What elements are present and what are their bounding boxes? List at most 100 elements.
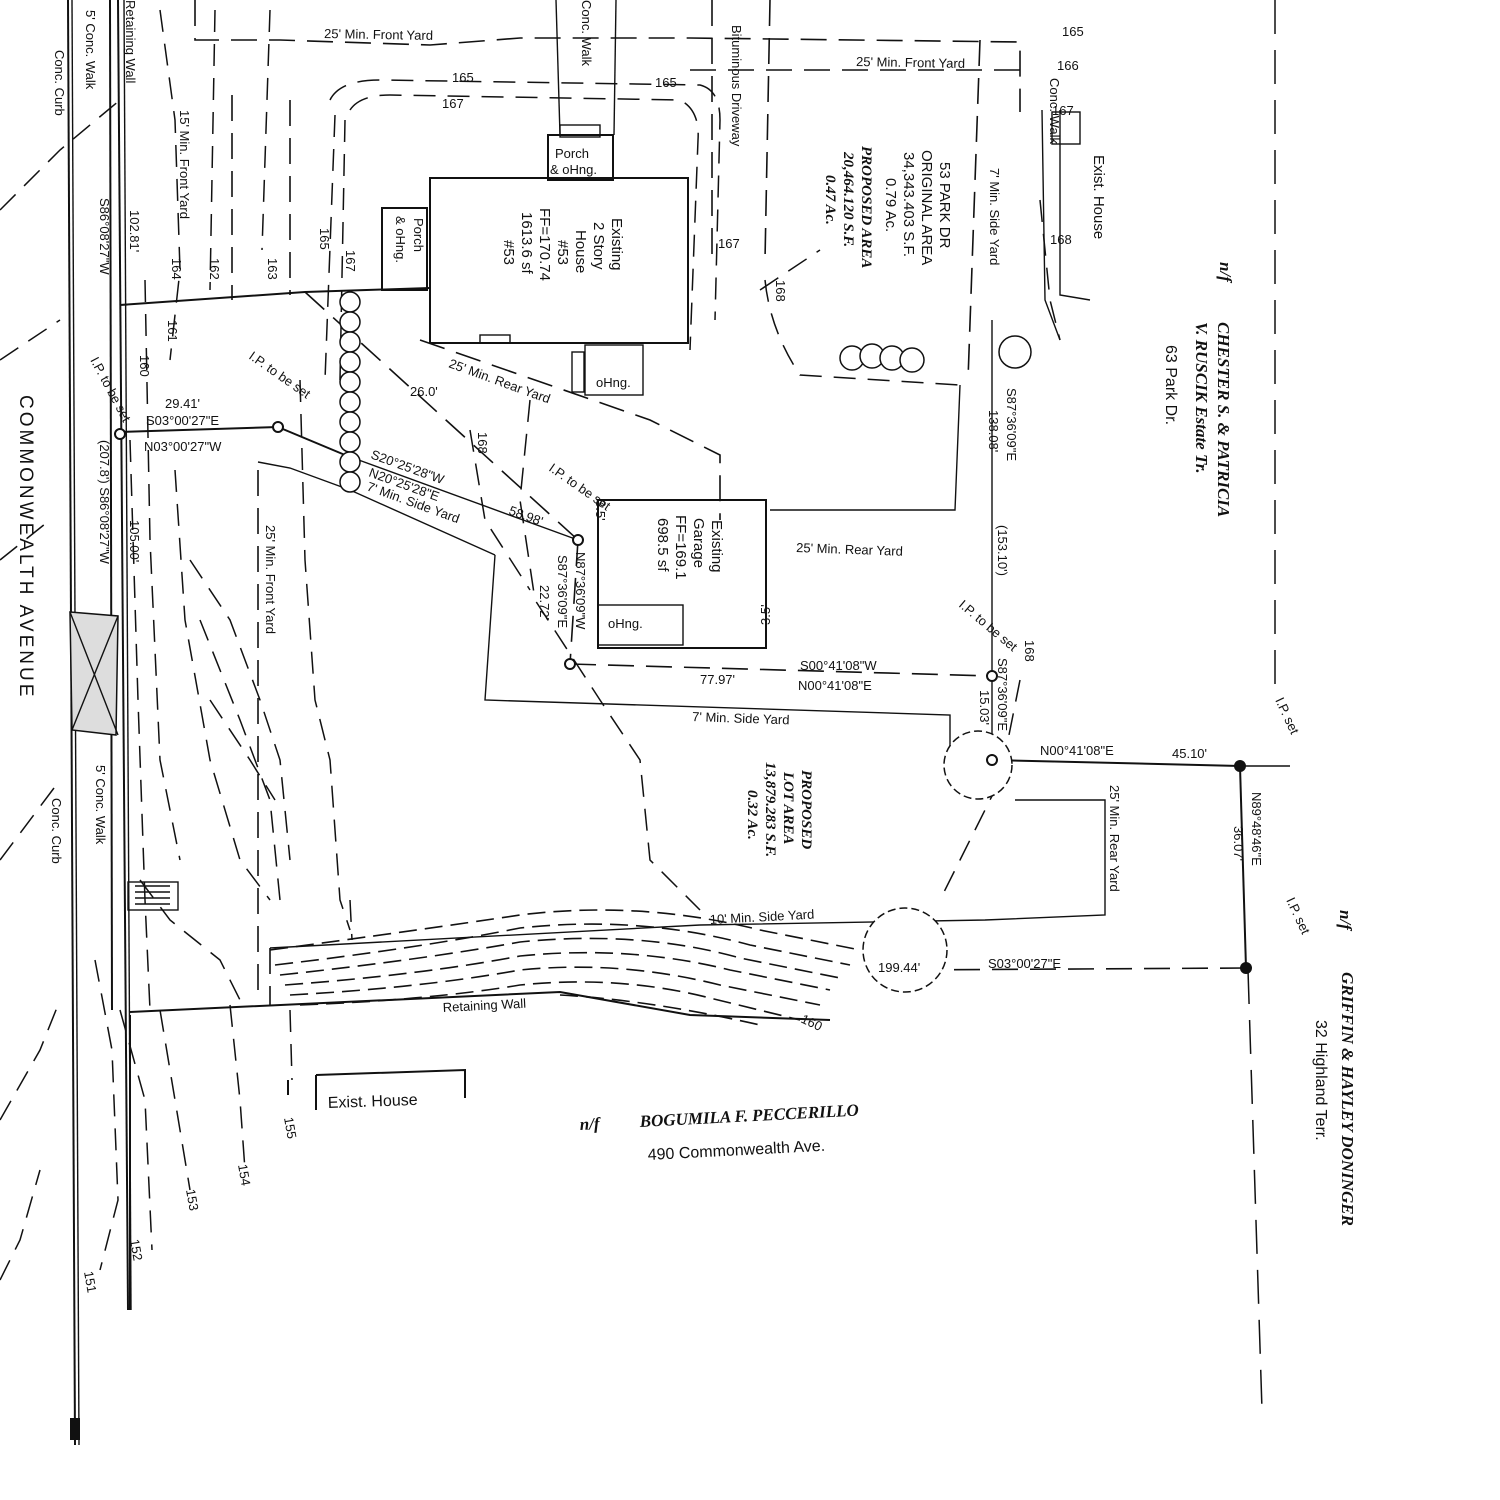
house-line5: FF=170.74: [536, 208, 553, 281]
ip-label-e: I.P. set: [1272, 695, 1302, 737]
bearing-b1b: N03°00'27"W: [144, 439, 222, 454]
contour-165a: 165: [452, 70, 474, 85]
contour-162: 162: [207, 258, 222, 280]
conc-walk-right-label: Conc. Walk: [1047, 78, 1062, 144]
contour-152: 152: [127, 1238, 146, 1262]
conc-walk-bottom-label: 5' Conc. Walk: [93, 765, 108, 845]
ip-label-d: I.P. to be set: [956, 597, 1021, 655]
upper-lot-line5: PROPOSED AREA: [858, 146, 874, 268]
upper-lot-line2: ORIGINAL AREA: [918, 150, 935, 265]
ip-label-b: I.P. to be set: [246, 348, 313, 401]
street-contours: [0, 99, 121, 1281]
bearing-b3-dist: 22.72': [537, 585, 552, 620]
neighbor-south-address: 490 Commonwealth Ave.: [647, 1138, 825, 1164]
garage-offset: 3.5': [593, 500, 608, 521]
porch-left-line1: Porch: [411, 218, 426, 252]
neighbor-north-address: 63 Park Dr.: [1162, 345, 1179, 425]
upper-lot-line3: 34,343.403 S.F.: [900, 152, 917, 257]
contour-167c: 167: [718, 236, 740, 251]
dist-26: 26.0': [410, 384, 438, 399]
lower-lot-line4: 0.32 Ac.: [744, 790, 760, 840]
neighbor-south-label: n/f BOGUMILA F. PECCERILLO 490 Commonwea…: [579, 1101, 859, 1164]
neighbor-south-name: BOGUMILA F. PECCERILLO: [638, 1101, 859, 1132]
porch-top-line2: & oHng.: [550, 162, 597, 177]
bearing-road1-dist: 102.81': [127, 210, 142, 252]
upper-lot-line1: 53 PARK DR: [936, 162, 953, 249]
garage-ohng: oHng.: [608, 616, 643, 631]
conc-curb-bottom-label: Conc. Curb: [49, 798, 64, 864]
neighbor-east-name: GRIFFIN & HAYLEY DONINGER: [1338, 972, 1357, 1226]
bearing-b1-dist: 29.41': [165, 396, 200, 411]
bearing-b6-dist: 15.03': [977, 690, 992, 725]
neighbor-north-name2: V. RUSCIK Estate Tr.: [1192, 322, 1211, 474]
ip-label-c: I.P. to be set: [546, 460, 613, 513]
bearing-b5-paren: (153.10'): [995, 525, 1010, 576]
lower-lot-line2: LOT AREA: [780, 771, 796, 844]
porch-left-line2: & oHng.: [393, 216, 408, 263]
neighbor-north-prefix: n/f: [1216, 262, 1235, 284]
house-line3: House: [572, 230, 589, 273]
garage-line2: Garage: [690, 518, 707, 568]
contour-168a: 168: [1050, 232, 1072, 247]
contour-163: 163: [265, 258, 280, 280]
house-ohng: oHng.: [596, 375, 631, 390]
garage-line1: Existing: [708, 520, 725, 573]
contour-155: 155: [281, 1116, 300, 1140]
setback-lines: [194, 0, 1106, 1005]
exist-house-bottom-label: Exist. House: [328, 1092, 418, 1112]
house-line4: #53: [554, 240, 571, 265]
lower-lot-line3: 13,879.283 S.F.: [762, 762, 778, 857]
garage-line3: FF=169.1: [672, 515, 689, 580]
setback-side-mid: 7' Min. Side Yard: [692, 709, 790, 727]
bearing-b4: S00°41'08"W: [800, 658, 877, 673]
contour-labels: 165 165 165 166 167 167 167 167 168 168 …: [81, 24, 1084, 1294]
porch-top-line1: Porch: [555, 146, 589, 161]
street-name: COMMONWEALTH AVENUE: [15, 395, 36, 699]
bearing-road2-dist: 105.00': [127, 520, 142, 562]
bearing-b8-dist: 36.07': [1231, 826, 1246, 861]
bearing-b3b: S87°36'09"E: [555, 555, 570, 628]
neighbor-east-address: 32 Highland Terr.: [1312, 1020, 1329, 1141]
bearing-b9-dist: 199.44': [878, 960, 920, 975]
upper-lot-line6: 20,464.120 S.F.: [840, 151, 856, 247]
setback-side-lower: 10' Min. Side Yard: [709, 907, 814, 927]
bearing-b5-dist: 138.08': [986, 410, 1001, 452]
bearing-b9: S03°00'27"E: [988, 956, 1061, 971]
neighbor-south-prefix: n/f: [579, 1114, 602, 1134]
driveway-label: Bituminous Driveway: [729, 25, 744, 147]
street-edge: [67, 0, 132, 1446]
bearing-b7: N00°41'08"E: [1040, 743, 1114, 758]
bearing-b8: N89°48'46"E: [1249, 792, 1264, 866]
contour-160b: 160: [137, 355, 152, 377]
conc-curb-label: Conc. Curb: [52, 50, 67, 116]
setback-front-top: 25' Min. Front Yard: [324, 26, 433, 43]
conc-walk-top-label: Conc. Walk: [579, 0, 594, 66]
neighbor-east-label: n/f GRIFFIN & HAYLEY DONINGER 32 Highlan…: [1312, 910, 1357, 1226]
bearing-labels: S86°08'27"W 102.81' (207.8') S86°08'27"W…: [97, 198, 1264, 975]
setback-front-left: 15' Min. Front Yard: [177, 110, 192, 219]
porch-labels: Porch & oHng. Porch & oHng. oHng.: [393, 146, 631, 390]
lower-lot-label: PROPOSED LOT AREA 13,879.283 S.F. 0.32 A…: [744, 762, 814, 857]
exist-house-right-label: Exist. House: [1090, 155, 1107, 239]
contour-151: 151: [81, 1270, 100, 1294]
setback-front-mid: 25' Min. Front Yard: [263, 525, 278, 634]
contour-168c: 168: [475, 432, 490, 454]
contour-164: 164: [169, 258, 184, 280]
upper-lot-label: 53 PARK DR ORIGINAL AREA 34,343.403 S.F.…: [822, 146, 953, 268]
garage-label-block: Existing Garage FF=169.1 698.5 sf oHng.: [608, 515, 725, 631]
contour-165b: 165: [655, 75, 677, 90]
contour-167d: 167: [343, 250, 358, 272]
contour-165c: 165: [1062, 24, 1084, 39]
contour-154: 154: [235, 1163, 254, 1187]
lower-lot-line1: PROPOSED: [798, 770, 814, 849]
neighbor-north-name: CHESTER S. & PATRICIA: [1214, 322, 1233, 517]
edge-labels: Retaining Wall 5' Conc. Walk Conc. Curb …: [49, 0, 1107, 1112]
bearing-b2-dist: 58.98': [507, 503, 545, 529]
garage-line4: 698.5 sf: [654, 518, 671, 572]
contour-168d: 168: [1022, 640, 1037, 662]
contour-168b: 168: [773, 280, 788, 302]
house-label-block: Existing 2 Story House #53 FF=170.74 161…: [500, 208, 625, 281]
house-line1: Existing: [608, 218, 625, 271]
neighbor-north-label: n/f CHESTER S. & PATRICIA V. RUSCIK Esta…: [1162, 262, 1235, 517]
